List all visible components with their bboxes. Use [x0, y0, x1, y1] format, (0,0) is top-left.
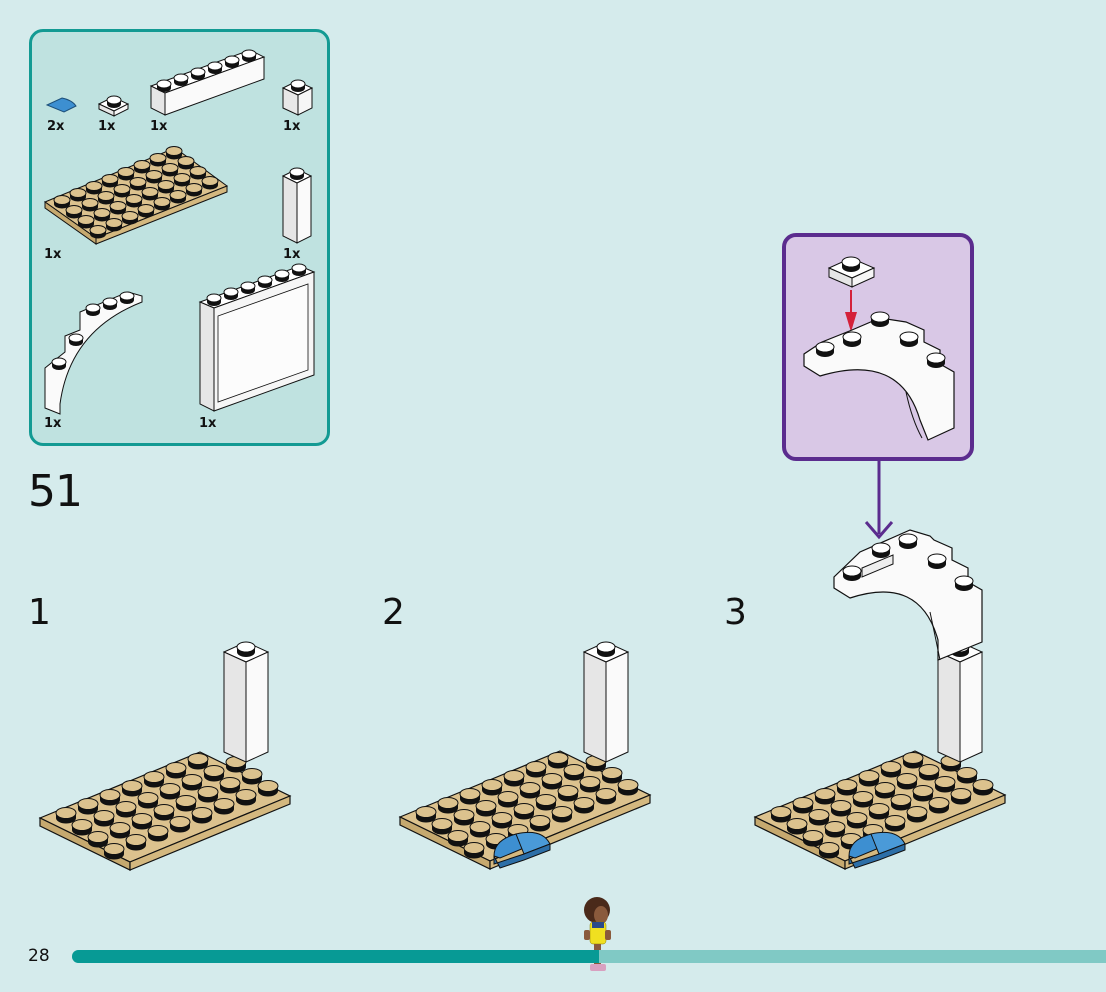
part-tan-plate-4x8 [43, 146, 229, 245]
part-white-brick-1x6 [149, 49, 266, 116]
step-3-pillar [938, 642, 982, 762]
step-3-arch [833, 529, 983, 661]
sub-step-label: 2 [382, 592, 405, 633]
qty-label: 1x [283, 119, 301, 134]
part-white-plate-1x1 [97, 95, 130, 117]
part-white-arch [44, 291, 143, 415]
step-1-illustration [40, 752, 290, 870]
part-white-panel [198, 263, 316, 412]
qty-label: 1x [44, 416, 62, 431]
qty-label: 1x [150, 119, 168, 134]
step-1-pillar [224, 642, 268, 762]
callout-arch [803, 311, 955, 441]
progress-bar-fill [72, 950, 599, 963]
step-2-pillar [584, 642, 628, 762]
qty-label: 1x [283, 247, 301, 262]
callout-red-arrow [845, 290, 857, 332]
qty-label: 1x [44, 247, 62, 262]
qty-label: 1x [199, 416, 217, 431]
qty-label: 1x [98, 119, 116, 134]
callout-arrow [864, 461, 894, 540]
part-white-brick-1x1 [281, 79, 314, 116]
sub-step-label: 1 [28, 592, 51, 633]
part-blue-quarter-tile [45, 97, 77, 113]
qty-label: 2x [47, 119, 65, 134]
part-white-brick-1x1x3 [281, 167, 313, 244]
page-number: 28 [28, 946, 50, 966]
callout-plate-1x1 [827, 256, 876, 288]
step-number: 51 [28, 466, 83, 517]
sub-step-label: 3 [724, 592, 747, 633]
